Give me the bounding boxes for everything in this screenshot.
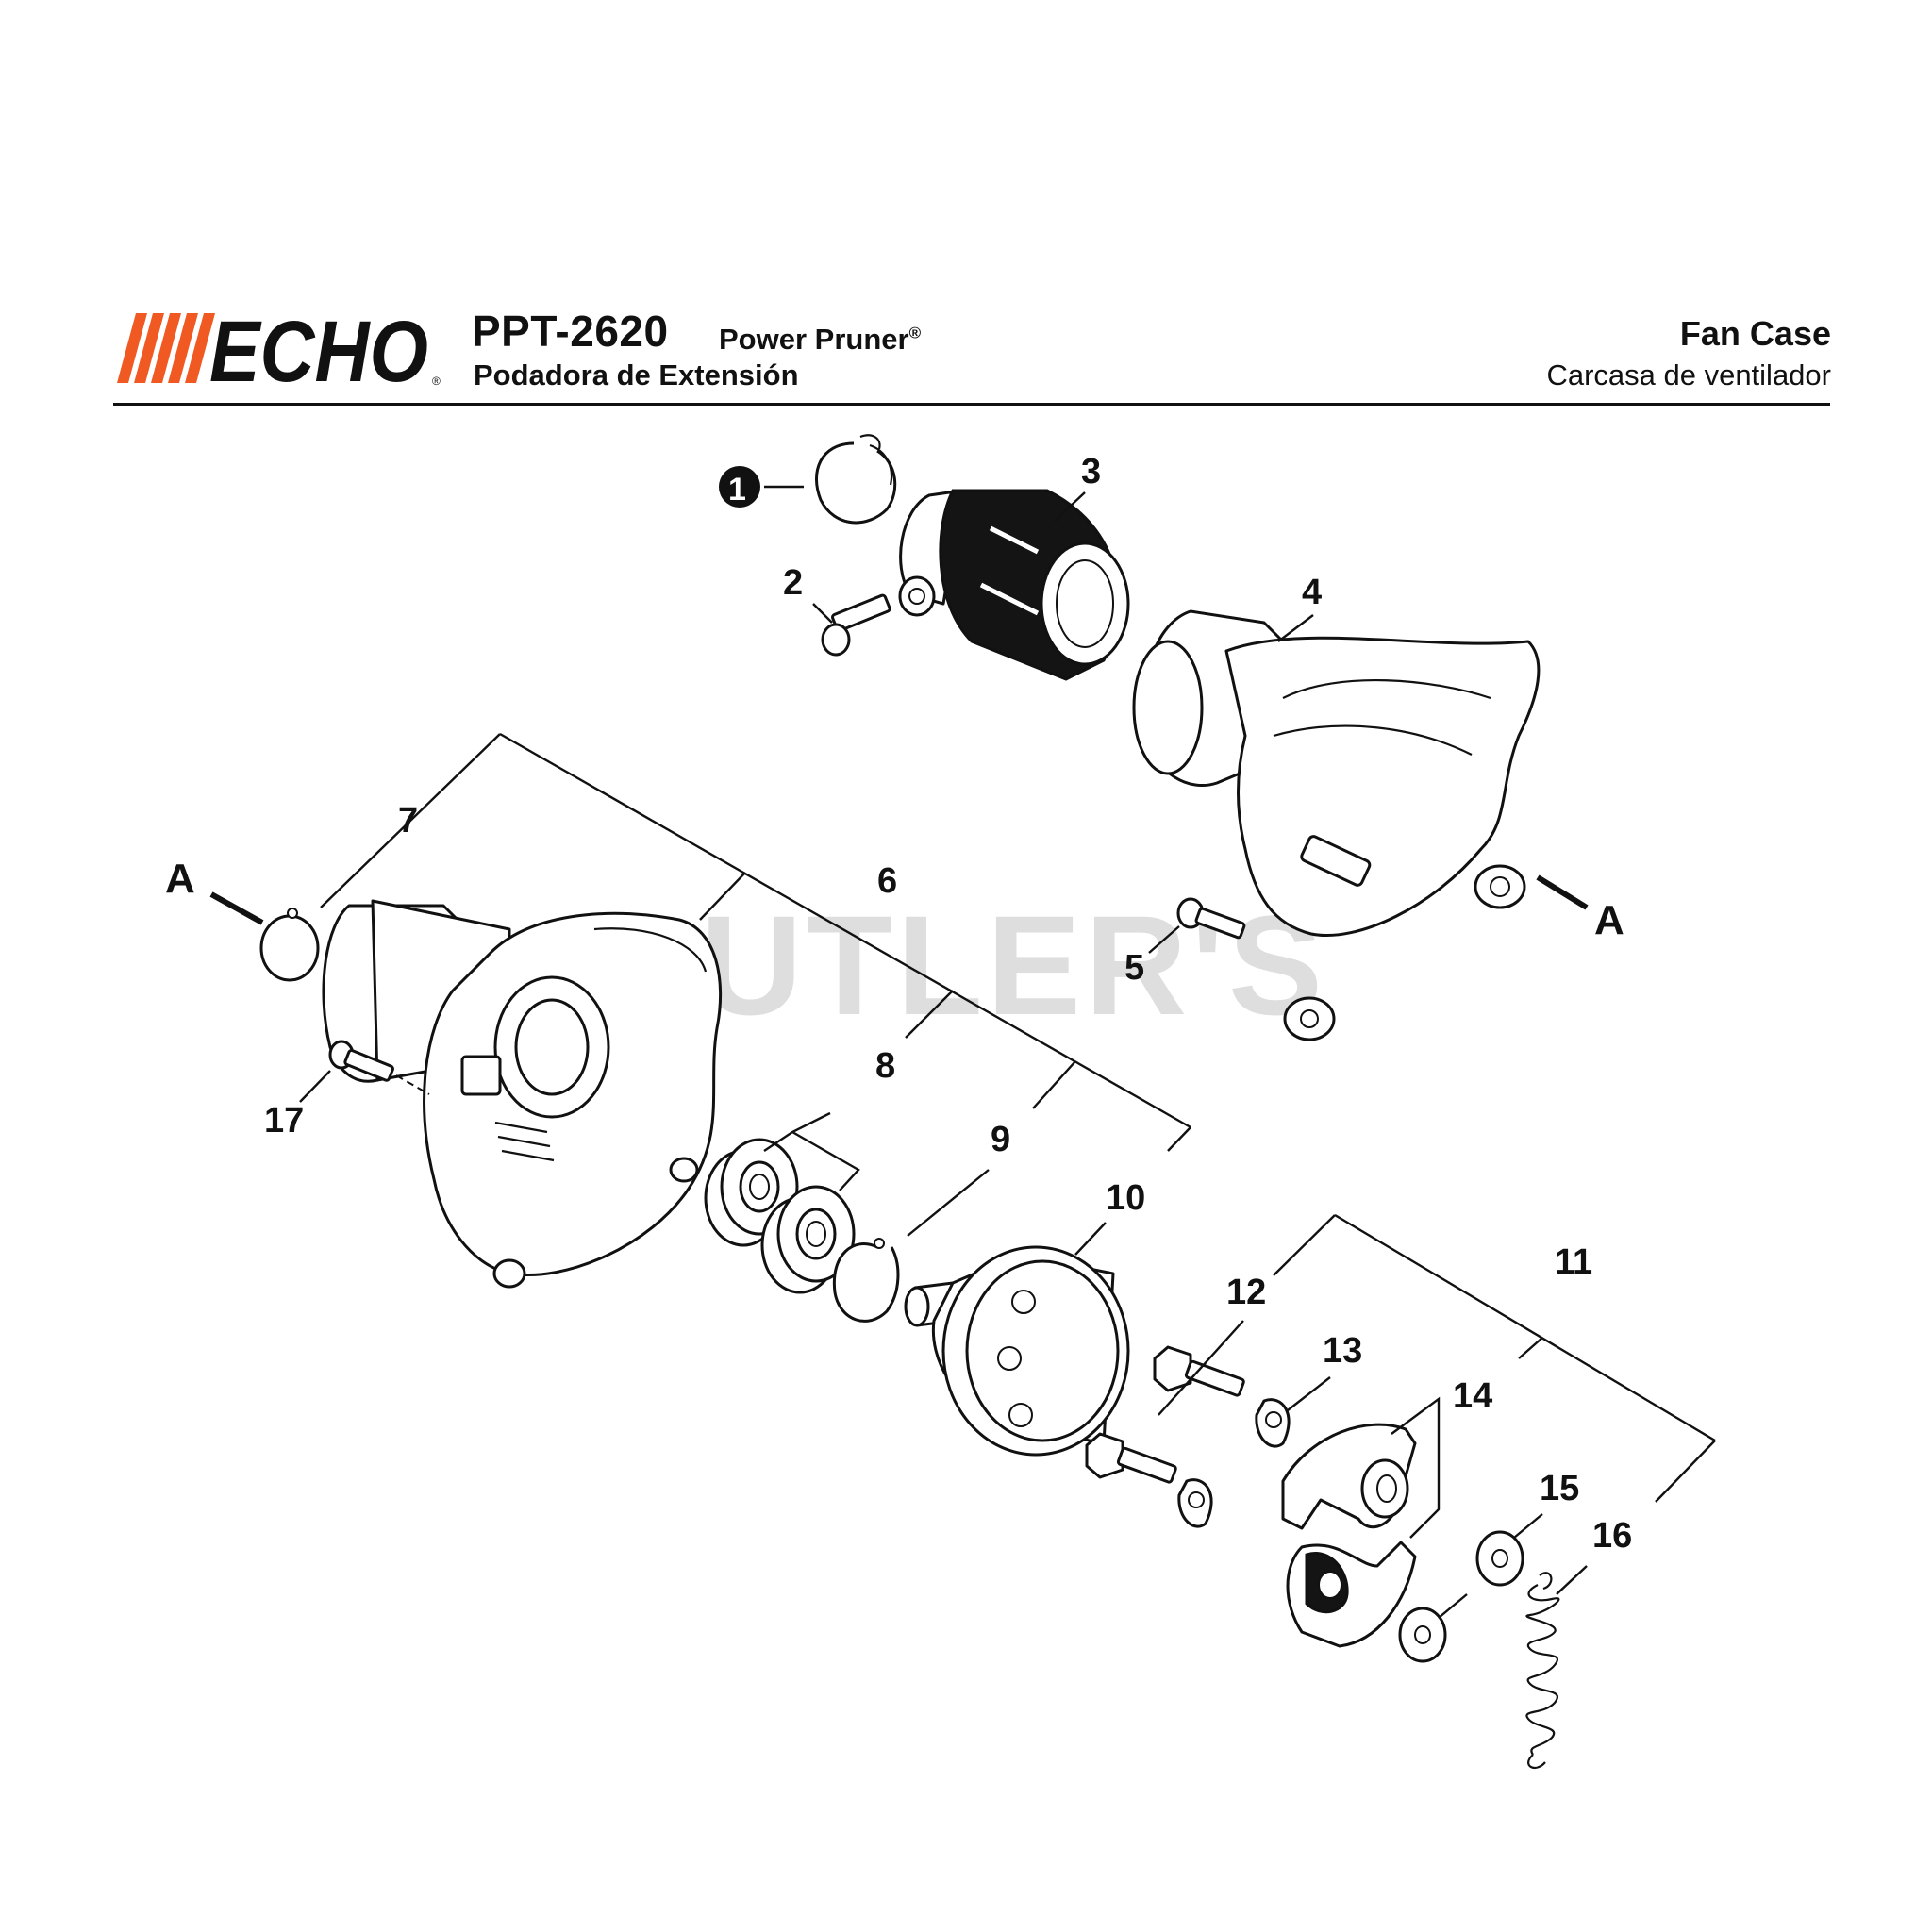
- part-9-snap-ring: [832, 1238, 900, 1323]
- part-1-snap-ring: [815, 434, 897, 525]
- model-name-english: Power Pruner®: [719, 323, 922, 356]
- part-15-washer-b: [1398, 1607, 1447, 1663]
- callout-3: 3: [1081, 452, 1101, 491]
- model-name-spanish: Podadora de Extensión: [474, 358, 799, 391]
- callout-15: 15: [1540, 1469, 1579, 1508]
- part-5-bolt: [1176, 897, 1336, 1041]
- marker-a-right: A: [1594, 897, 1624, 943]
- part-13-washer-a: [1255, 1398, 1291, 1448]
- part-16-spring: [1525, 1572, 1560, 1770]
- part-4-fan-case: [1132, 609, 1541, 937]
- callout-1-badge: [719, 466, 760, 508]
- part-12-bolt-a: [1153, 1345, 1245, 1397]
- part-10-clutch-drum: [904, 1245, 1130, 1457]
- callout-1: 1: [728, 472, 746, 508]
- marker-a-left: A: [165, 856, 195, 902]
- part-2-bolt: [821, 593, 891, 657]
- header-divider: [113, 403, 1830, 406]
- section-title-spanish: Carcasa de ventilador: [1546, 358, 1831, 391]
- callout-16: 16: [1592, 1516, 1632, 1556]
- callout-7: 7: [398, 801, 418, 841]
- svg-text:®: ®: [432, 375, 441, 387]
- callout-14: 14: [1453, 1376, 1492, 1416]
- part-13-washer-b: [1177, 1478, 1213, 1528]
- part-7-snap-ring: [259, 908, 320, 982]
- part-15-washer-a: [1475, 1530, 1524, 1587]
- part-14-clutch-shoe-a: [1281, 1423, 1417, 1530]
- part-17-bolt: [328, 1040, 430, 1095]
- callout-9: 9: [991, 1120, 1010, 1159]
- callout-11: 11: [1555, 1242, 1592, 1282]
- part-14-clutch-shoe-b: [1286, 1541, 1417, 1648]
- logo-wordmark: ECHO: [209, 313, 428, 387]
- part-8-bearing-b: [760, 1185, 856, 1294]
- logo-stripes: [117, 313, 215, 383]
- part-3-clamp: [898, 489, 1130, 681]
- section-title-english: Fan Case: [1679, 314, 1831, 353]
- callout-17: 17: [264, 1101, 304, 1141]
- callout-13: 13: [1323, 1331, 1362, 1371]
- part-12-bolt-b: [1085, 1432, 1177, 1484]
- part-6-fan-case: [322, 899, 723, 1289]
- callout-2: 2: [783, 563, 803, 603]
- callout-12: 12: [1226, 1273, 1266, 1312]
- callout-10: 10: [1106, 1178, 1145, 1218]
- echo-logo: ECHO ®: [117, 313, 441, 387]
- model-number: PPT-2620: [472, 307, 669, 356]
- callout-5: 5: [1124, 948, 1144, 988]
- callout-4: 4: [1302, 573, 1322, 612]
- callout-6: 6: [877, 861, 897, 901]
- bracket-11: [1334, 1213, 1716, 1442]
- callout-8: 8: [875, 1046, 895, 1086]
